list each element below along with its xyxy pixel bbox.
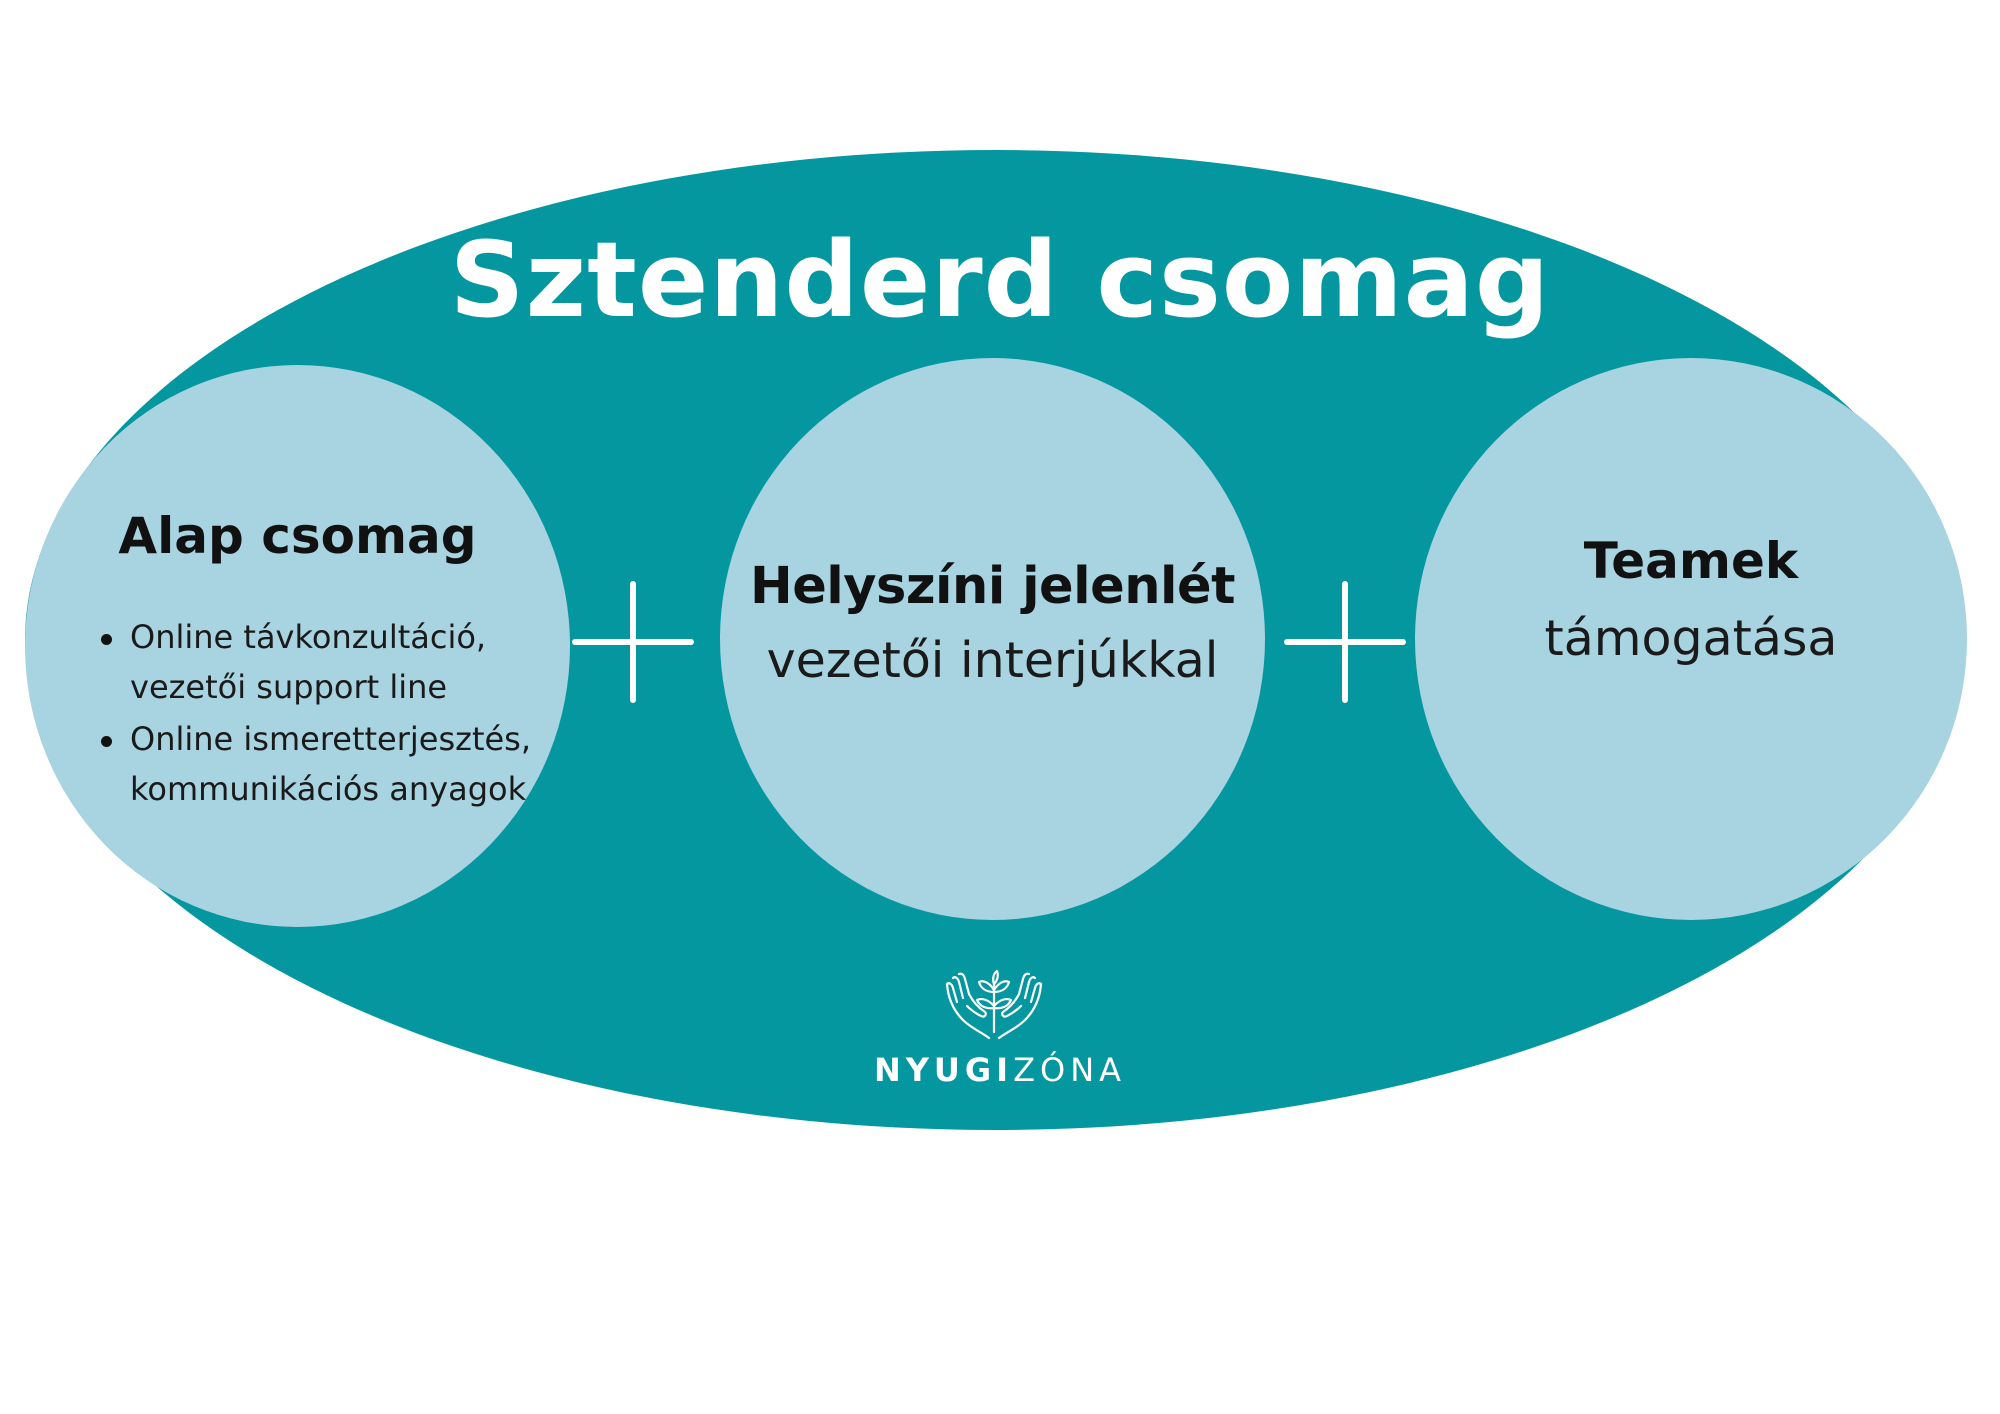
hands-sprout-icon: [945, 969, 1043, 1040]
plus-icon: [572, 581, 694, 703]
circle-subtext-helyszini: vezetői interjúkkal: [766, 632, 1219, 689]
circle-heading-alap: Alap csomag: [118, 507, 477, 565]
list-item: Online távkonzultáció, vezetői support l…: [73, 612, 531, 712]
circle-helyszini-jelenlet: Helyszíni jelenlét vezetői interjúkkal: [720, 358, 1265, 920]
bullet-line: vezetői support line: [130, 668, 448, 706]
alap-bullet-list: Online távkonzultáció, vezetői support l…: [73, 612, 531, 816]
bullet-line: Online távkonzultáció,: [130, 618, 487, 656]
circle-heading-teamek: Teamek: [1583, 532, 1799, 590]
page-title: Sztenderd csomag: [449, 219, 1551, 341]
logo-text-bold: NYUGI: [873, 1051, 1014, 1089]
circle-heading-helyszini: Helyszíni jelenlét: [750, 557, 1235, 616]
list-item: Online ismeretterjesztés, kommunikációs …: [73, 714, 531, 814]
plus-icon: [1284, 581, 1406, 703]
circle-alap-csomag: Alap csomag Online távkonzultáció, vezet…: [25, 365, 570, 927]
logo-wordmark: NYUGIZÓNA: [0, 1050, 2000, 1090]
circle-teamek: Teamek támogatása: [1415, 358, 1967, 920]
bullet-line: Online ismeretterjesztés,: [130, 720, 532, 758]
circle-subtext-teamek: támogatása: [1544, 610, 1838, 667]
logo-text-light: ZÓNA: [1013, 1051, 1127, 1089]
bullet-line: kommunikációs anyagok: [130, 770, 527, 808]
